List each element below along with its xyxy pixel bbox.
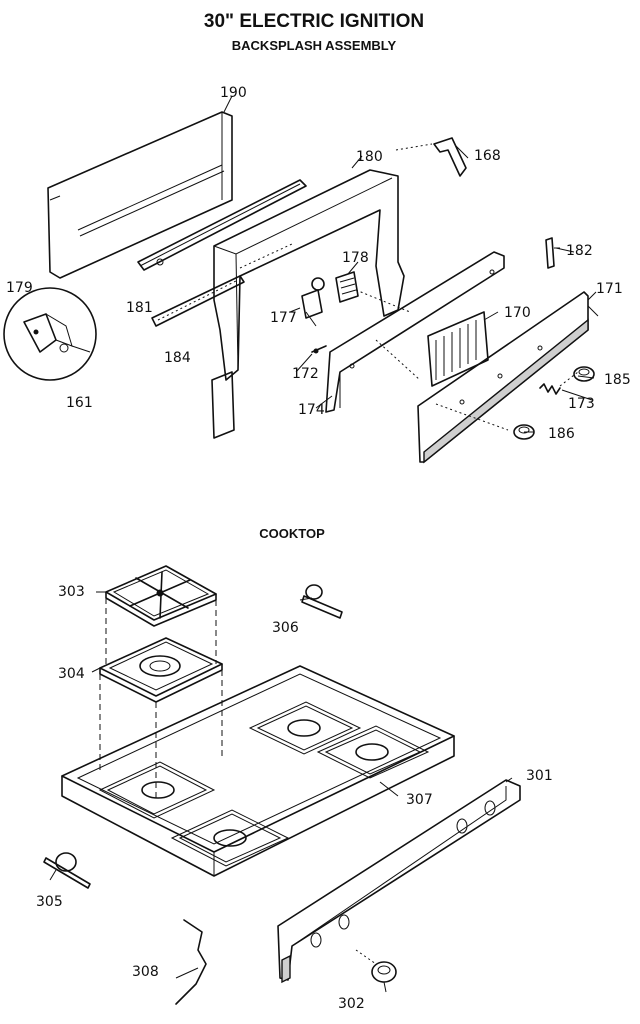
spark-module-177 (289, 277, 325, 319)
label-168: 168 (474, 148, 501, 164)
label-171: 171 (596, 281, 623, 297)
label-307: 307 (406, 792, 433, 808)
label-180: 180 (356, 149, 383, 165)
label-179: 179 (6, 280, 33, 296)
label-172: 172 (292, 366, 319, 382)
label-303: 303 (58, 584, 85, 600)
rear-panel-190 (47, 111, 233, 279)
drip-pan-304 (99, 637, 223, 703)
label-161: 161 (66, 395, 93, 411)
label-304: 304 (58, 666, 85, 682)
wire-308 (175, 919, 207, 1005)
vent-grille-170 (427, 311, 489, 387)
switch-182 (545, 237, 560, 269)
diagram-title: 30" ELECTRIC IGNITION (204, 11, 424, 32)
bracket-305 (43, 852, 91, 889)
cooktop-307 (61, 665, 455, 877)
ignitor-306 (301, 584, 343, 619)
trim-clip-168 (395, 137, 467, 177)
backsplash-frame-180 (211, 169, 405, 439)
label-308: 308 (132, 964, 159, 980)
label-306: 306 (272, 620, 299, 636)
detail-circle-179-161 (3, 287, 97, 381)
cooktop-leaders (49, 591, 513, 993)
label-170: 170 (504, 305, 531, 321)
label-184: 184 (164, 350, 191, 366)
label-302: 302 (338, 996, 365, 1012)
control-panel-301 (277, 779, 521, 984)
assembly-guide-lines (375, 339, 579, 431)
label-185: 185 (604, 372, 631, 388)
screw-172 (311, 345, 327, 354)
label-186: 186 (548, 426, 575, 442)
label-181: 181 (126, 300, 153, 316)
label-177: 177 (270, 310, 297, 326)
label-178: 178 (342, 250, 369, 266)
control-panel-174 (325, 251, 505, 413)
backsplash-leaders (223, 95, 597, 433)
knob-185 (573, 366, 595, 382)
label-182: 182 (566, 243, 593, 259)
label-301: 301 (526, 768, 553, 784)
burner-grate-303 (105, 565, 217, 627)
backsplash-subtitle: BACKSPLASH ASSEMBLY (232, 38, 397, 53)
control-panel-front-171 (417, 291, 599, 464)
knob-302 (355, 949, 397, 983)
alignment-dashes (99, 598, 223, 800)
bracket-181 (137, 179, 307, 271)
cooktop-heading: COOKTOP (259, 526, 325, 541)
label-190: 190 (220, 85, 247, 101)
spring-173 (539, 383, 561, 395)
bracket-184 (151, 275, 245, 327)
label-173: 173 (568, 396, 595, 412)
label-174: 174 (298, 402, 325, 418)
label-305: 305 (36, 894, 63, 910)
